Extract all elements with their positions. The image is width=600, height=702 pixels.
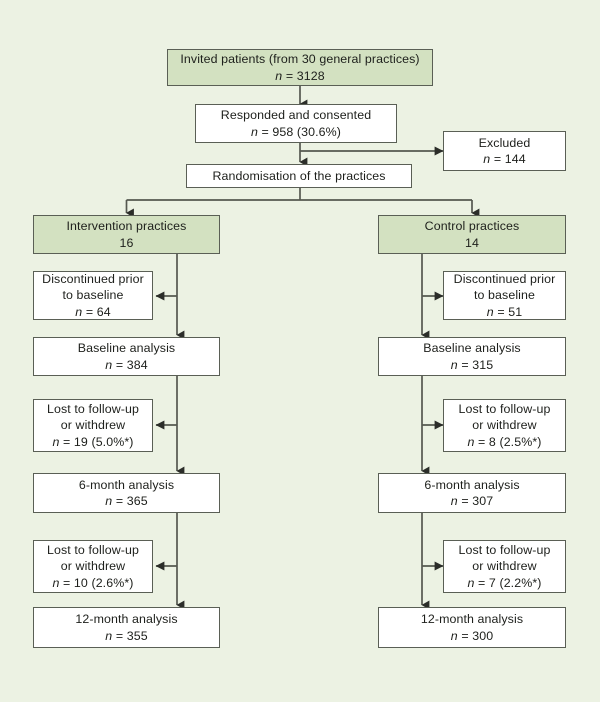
node-intervention-6month-count: n = 365 bbox=[105, 494, 148, 508]
node-intervention-discontinued-label2: to baseline bbox=[62, 288, 124, 303]
node-intervention-practices: Intervention practices 16 bbox=[33, 215, 220, 254]
node-control-practices-count: 14 bbox=[465, 235, 479, 250]
node-intervention-baseline-count: n = 384 bbox=[105, 357, 148, 372]
node-intervention-practices-count: 16 bbox=[119, 235, 134, 250]
node-control-discontinued-label: Discontinued prior bbox=[453, 271, 556, 286]
node-responded-consented-label: Responded and consented bbox=[220, 108, 372, 122]
node-control-12month-label: 12-month analysis bbox=[420, 612, 524, 626]
node-control-lost-12month-count: n = 7 (2.2%*) bbox=[467, 575, 542, 590]
node-intervention-lost-6month-count: n = 19 (5.0%*) bbox=[52, 434, 134, 449]
node-control-baseline-count: n = 315 bbox=[450, 357, 494, 372]
node-control-6month: 6-month analysis n = 307 bbox=[378, 473, 566, 513]
node-control-lost-12month: Lost to follow-up or withdrew n = 7 (2.2… bbox=[443, 540, 566, 593]
node-intervention-lost-6month: Lost to follow-up or withdrew n = 19 (5.… bbox=[33, 399, 153, 452]
node-intervention-discontinued-count: n = 64 bbox=[75, 304, 111, 319]
node-responded-consented: Responded and consented n = 958 (30.6%) bbox=[195, 104, 397, 143]
node-control-lost-6month-label: Lost to follow-up bbox=[458, 401, 551, 416]
node-responded-consented-count: n = 958 (30.6%) bbox=[250, 124, 342, 139]
node-control-lost-12month-label: Lost to follow-up bbox=[458, 542, 551, 557]
node-control-6month-count: n = 307 bbox=[450, 494, 494, 508]
node-invited-patients: Invited patients (from 30 general practi… bbox=[167, 49, 433, 86]
node-control-12month: 12-month analysis n = 300 bbox=[378, 607, 566, 648]
node-invited-patients-label: Invited patients (from 30 general practi… bbox=[180, 52, 420, 66]
node-control-6month-label: 6-month analysis bbox=[424, 477, 520, 492]
node-intervention-discontinued: Discontinued prior to baseline n = 64 bbox=[33, 271, 153, 320]
node-intervention-6month: 6-month analysis n = 365 bbox=[33, 473, 220, 513]
node-intervention-lost-6month-label2: or withdrew bbox=[60, 418, 126, 433]
node-control-lost-12month-label2: or withdrew bbox=[472, 559, 537, 574]
node-control-discontinued: Discontinued prior to baseline n = 51 bbox=[443, 271, 566, 320]
node-control-practices-label: Control practices bbox=[424, 219, 520, 233]
node-control-discontinued-count: n = 51 bbox=[486, 304, 523, 319]
node-intervention-baseline: Baseline analysis n = 384 bbox=[33, 337, 220, 376]
node-intervention-lost-12month-label2: or withdrew bbox=[60, 559, 126, 574]
node-intervention-lost-12month-label: Lost to follow-up bbox=[47, 542, 139, 557]
node-control-lost-6month-count: n = 8 (2.5%*) bbox=[467, 434, 542, 449]
node-excluded-count: n = 144 bbox=[483, 152, 526, 166]
node-control-baseline-label: Baseline analysis bbox=[423, 341, 521, 355]
node-invited-patients-count: n = 3128 bbox=[275, 68, 325, 83]
node-control-discontinued-label2: to baseline bbox=[473, 288, 536, 303]
node-randomisation-label: Randomisation of the practices bbox=[212, 168, 386, 183]
node-intervention-12month: 12-month analysis n = 355 bbox=[33, 607, 220, 648]
node-intervention-6month-label: 6-month analysis bbox=[78, 477, 175, 492]
node-intervention-discontinued-label: Discontinued prior bbox=[42, 271, 144, 286]
node-intervention-lost-6month-label: Lost to follow-up bbox=[47, 401, 139, 416]
node-intervention-lost-12month: Lost to follow-up or withdrew n = 10 (2.… bbox=[33, 540, 153, 593]
node-control-lost-6month: Lost to follow-up or withdrew n = 8 (2.5… bbox=[443, 399, 566, 452]
node-randomisation: Randomisation of the practices bbox=[186, 164, 412, 188]
node-control-practices: Control practices 14 bbox=[378, 215, 566, 254]
node-excluded: Excluded n = 144 bbox=[443, 131, 566, 171]
node-intervention-12month-count: n = 355 bbox=[105, 628, 148, 643]
node-intervention-practices-label: Intervention practices bbox=[66, 219, 187, 233]
node-control-lost-6month-label2: or withdrew bbox=[472, 418, 537, 433]
node-intervention-12month-label: 12-month analysis bbox=[75, 612, 178, 626]
node-intervention-lost-12month-count: n = 10 (2.6%*) bbox=[52, 575, 134, 590]
node-control-baseline: Baseline analysis n = 315 bbox=[378, 337, 566, 376]
node-intervention-baseline-label: Baseline analysis bbox=[77, 341, 176, 355]
node-control-12month-count: n = 300 bbox=[450, 628, 494, 643]
node-excluded-label: Excluded bbox=[478, 135, 531, 150]
